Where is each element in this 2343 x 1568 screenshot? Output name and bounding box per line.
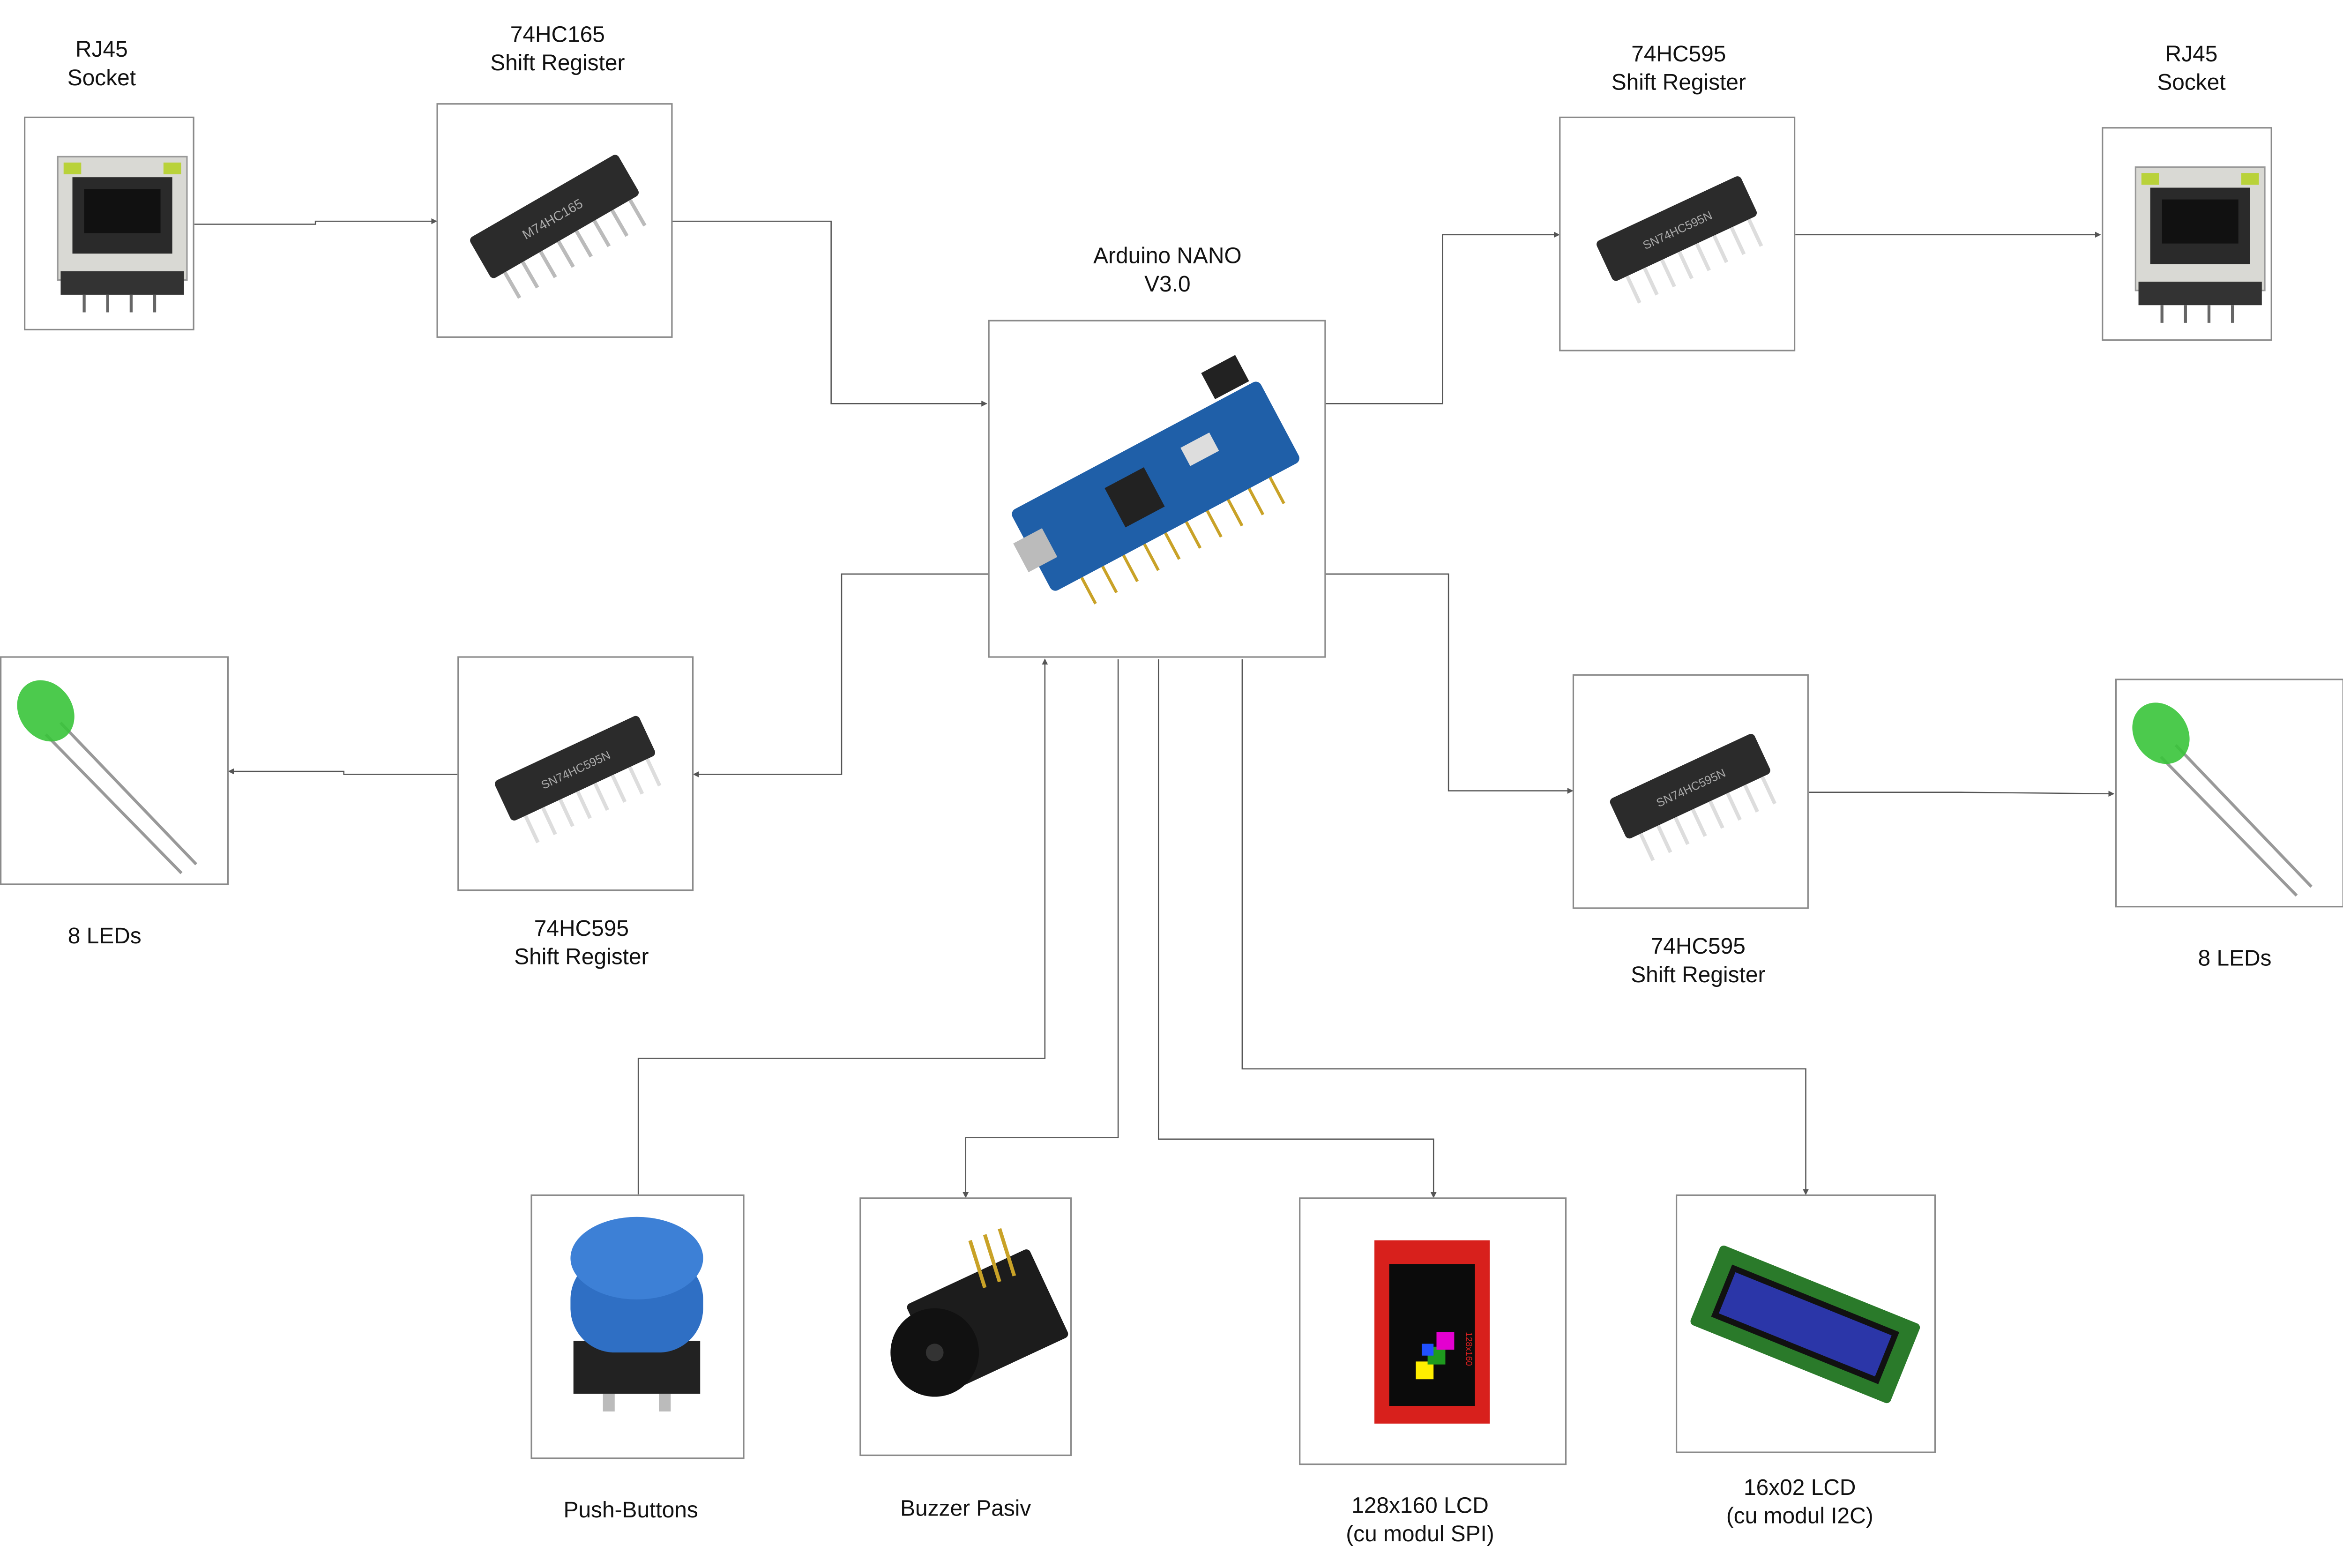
- rj45-socket-icon: [57, 156, 188, 313]
- wire-arduino-to-buzzer: [963, 659, 1119, 1198]
- buzzer-icon: [890, 1228, 1068, 1397]
- lcd-i2c-label: 16x02 LCD (cu modul I2C): [1726, 1475, 1873, 1530]
- arduino-image: [988, 320, 1326, 658]
- leds-left-image: [0, 656, 229, 885]
- rj45-socket-icon: [2134, 166, 2266, 323]
- lcd-spi-label: 128x160 LCD (cu modul SPI): [1346, 1493, 1494, 1547]
- arduino-nano-icon: [1012, 355, 1299, 605]
- wire-arduino-to-tft: [1157, 659, 1437, 1198]
- sr165-label: 74HC165 Shift Register: [490, 22, 625, 76]
- wire-button-to-arduino: [637, 658, 1048, 1195]
- ic-chip-icon: SN74HC595N: [1610, 734, 1777, 861]
- lcd-1602-icon: [1690, 1245, 1920, 1404]
- rj45-right-image: [2102, 127, 2272, 341]
- wire-arduino-to-595-left: [693, 573, 988, 777]
- push-button-image: [530, 1194, 745, 1459]
- sr595-left-image: SN74HC595N: [457, 656, 694, 891]
- sr595-left-label: 74HC595 Shift Register: [514, 916, 649, 971]
- sr595-top-right-image: SN74HC595N: [1559, 116, 1796, 351]
- wire-arduino-to-595-right: [1326, 573, 1574, 794]
- ic-chip-icon: SN74HC595N: [1597, 176, 1763, 304]
- leds-right-image: [2115, 679, 2343, 908]
- sr595-right-image: SN74HC595N: [1572, 674, 1809, 909]
- wire-rj45-to-165: [194, 218, 438, 225]
- tft-screen-text: 128x160: [1464, 1332, 1474, 1366]
- rj45-left-label: RJ45 Socket: [67, 37, 136, 91]
- leds-right-label: 8 LEDs: [2198, 946, 2272, 972]
- push-buttons-label: Push-Buttons: [563, 1498, 698, 1523]
- sr595-top-right-label: 74HC595 Shift Register: [1611, 42, 1746, 96]
- sr165-image: M74HC165: [436, 103, 673, 338]
- arduino-label: Arduino NANO V3.0: [1093, 243, 1242, 298]
- tft-lcd-image: 128x160: [1299, 1197, 1567, 1465]
- tft-display-icon: 128x160: [1374, 1240, 1490, 1424]
- wire-595-right-to-leds: [1808, 791, 2115, 797]
- led-icon: [2132, 702, 2313, 897]
- wire-arduino-to-lcd: [1241, 659, 1809, 1195]
- rj45-right-label: RJ45 Socket: [2157, 42, 2226, 96]
- wire-165-to-arduino: [672, 220, 987, 407]
- rj45-left-image: [24, 116, 194, 330]
- leds-left-label: 8 LEDs: [67, 924, 142, 949]
- ic-chip-icon: SN74HC595N: [495, 716, 662, 844]
- buzzer-image: [859, 1197, 1072, 1456]
- buzzer-label: Buzzer Pasiv: [900, 1496, 1031, 1522]
- led-icon: [17, 680, 198, 874]
- ic-chip-icon: M74HC165: [470, 155, 647, 299]
- wire-arduino-to-595-top: [1326, 231, 1560, 404]
- wire-595-left-to-leds: [228, 768, 458, 775]
- sr595-right-label: 74HC595 Shift Register: [1631, 934, 1766, 988]
- lcd-1602-image: [1675, 1194, 1936, 1453]
- push-button-icon: [570, 1217, 703, 1411]
